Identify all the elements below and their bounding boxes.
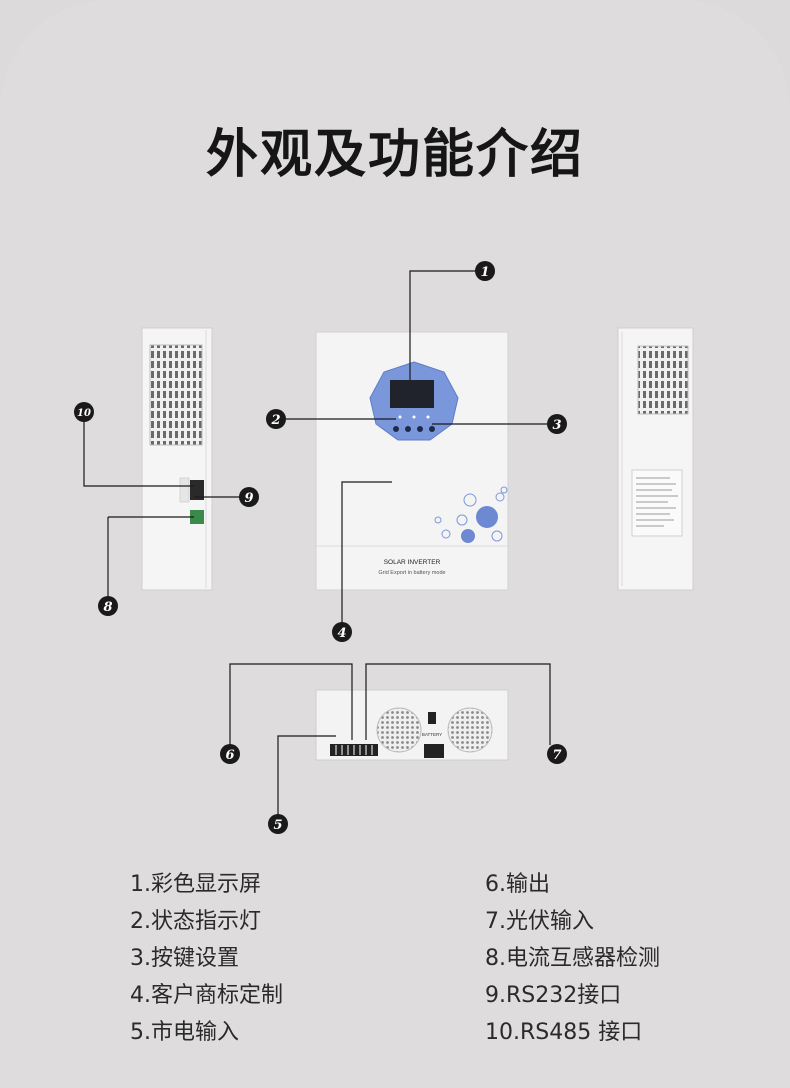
- callout-1: 1: [475, 261, 495, 281]
- callout-2: 2: [266, 409, 286, 429]
- key-button[interactable]: [393, 426, 399, 432]
- right-side-view: [617, 327, 694, 591]
- svg-text:1: 1: [480, 265, 489, 280]
- legend-item: 10.RS485 接口: [485, 1020, 643, 1045]
- bottom-view: BATTERY: [315, 689, 509, 761]
- svg-text:9: 9: [244, 491, 253, 506]
- callout-4: 4: [332, 622, 352, 642]
- status-led: [398, 415, 402, 419]
- legend-item: 6.输出: [485, 872, 550, 897]
- svg-text:10: 10: [77, 408, 91, 419]
- callout-9: 9: [239, 487, 259, 507]
- rs232-port-icon: [190, 480, 204, 500]
- left-side-view: [141, 327, 213, 591]
- legend-item: 9.RS232接口: [485, 983, 622, 1008]
- legend-item: 5.市电输入: [130, 1020, 239, 1045]
- status-led: [412, 415, 416, 419]
- svg-text:2: 2: [270, 413, 280, 428]
- legend-left: 1.彩色显示屏 2.状态指示灯 3.按键设置 4.客户商标定制 5.市电输入: [130, 866, 283, 1051]
- svg-text:7: 7: [552, 748, 561, 763]
- callout-3: 3: [547, 414, 567, 434]
- legend-item: 4.客户商标定制: [130, 983, 283, 1008]
- svg-text:8: 8: [103, 600, 112, 615]
- fan-right: [447, 707, 493, 753]
- legend-right: 6.输出 7.光伏输入 8.电流互感器检测 9.RS232接口 10.RS485…: [485, 866, 660, 1051]
- callout-6: 6: [220, 744, 240, 764]
- color-display: [390, 380, 434, 408]
- callout-8: 8: [98, 596, 118, 616]
- leader-lines: [83, 270, 551, 816]
- page-title: 外观及功能介绍: [205, 125, 584, 185]
- legend-item: 2.状态指示灯: [130, 909, 261, 934]
- status-led: [426, 415, 430, 419]
- front-label: SOLAR INVERTER: [384, 559, 441, 566]
- key-button[interactable]: [417, 426, 423, 432]
- front-sublabel: Grid Export in battery mode: [378, 570, 445, 576]
- spec-label: [631, 469, 683, 537]
- battery-label: BATTERY: [422, 732, 442, 737]
- svg-text:3: 3: [552, 418, 561, 433]
- legend-item: 3.按键设置: [130, 946, 239, 971]
- svg-text:6: 6: [225, 748, 234, 763]
- callout-7: 7: [547, 744, 567, 764]
- front-view: SOLAR INVERTER Grid Export in battery mo…: [315, 331, 509, 591]
- callout-5: 5: [268, 814, 288, 834]
- legend-item: 7.光伏输入: [485, 909, 594, 934]
- svg-text:5: 5: [273, 818, 282, 833]
- legend-item: 8.电流互感器检测: [485, 946, 660, 971]
- fan-left: [376, 707, 422, 753]
- callout-10: 10: [74, 402, 94, 422]
- ct-port-icon: [190, 510, 204, 524]
- svg-text:4: 4: [337, 626, 346, 641]
- power-switch[interactable]: [428, 712, 436, 724]
- product-diagram: SOLAR INVERTER Grid Export in battery mo…: [74, 261, 694, 834]
- legend-item: 1.彩色显示屏: [130, 872, 261, 897]
- key-button[interactable]: [405, 426, 411, 432]
- key-button[interactable]: [429, 426, 435, 432]
- battery-terminal: [424, 744, 444, 758]
- decorative-circles: [434, 486, 508, 543]
